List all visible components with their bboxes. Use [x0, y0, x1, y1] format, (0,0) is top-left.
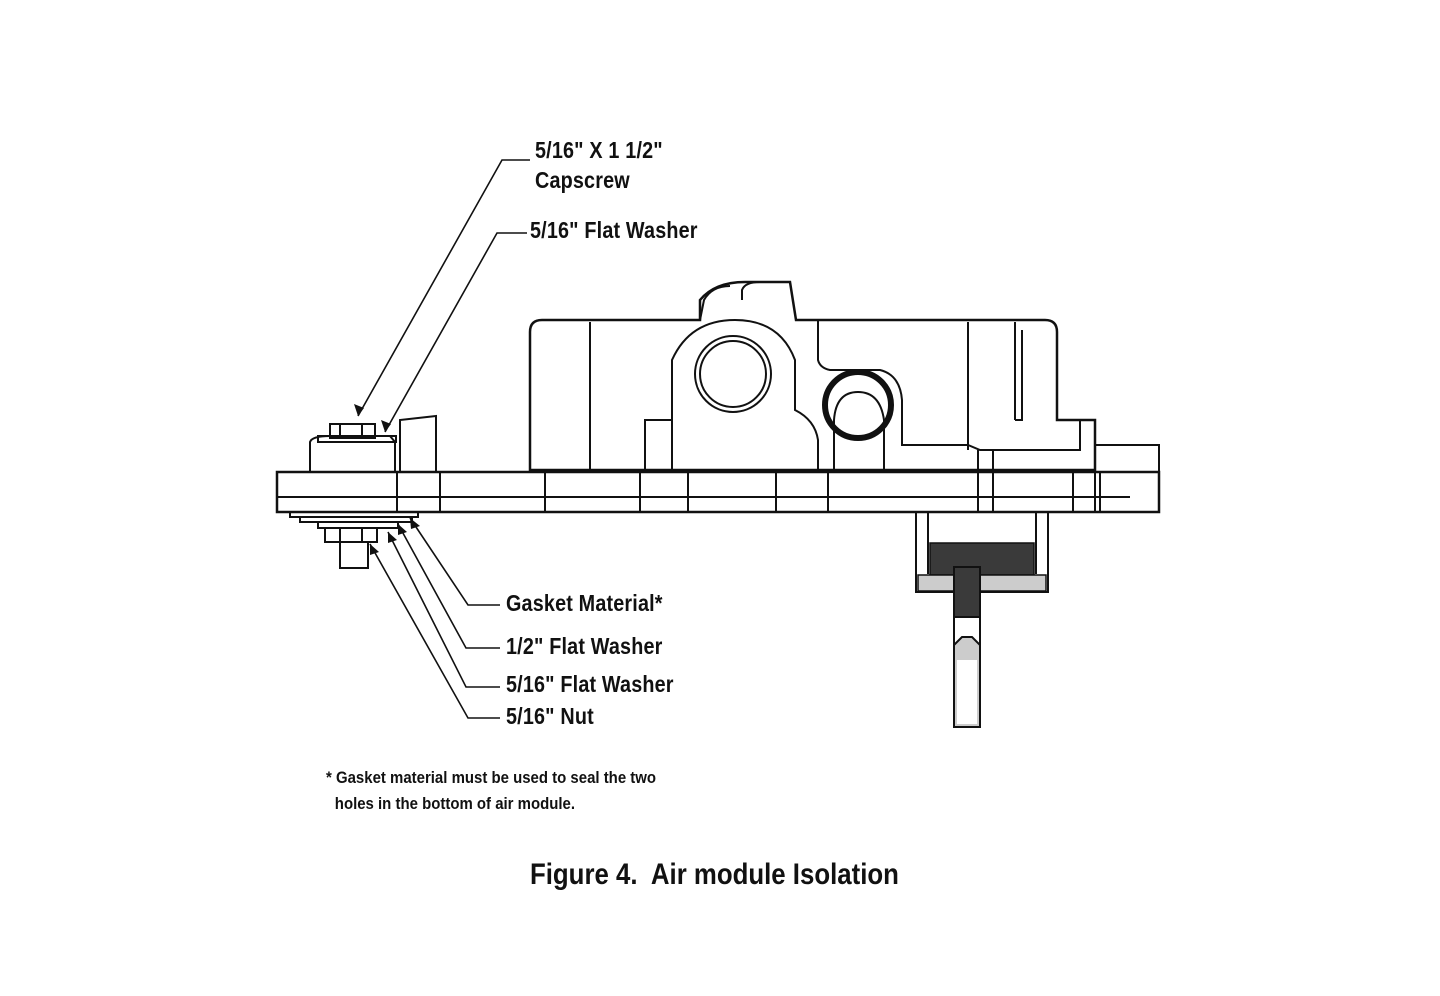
- bore-inner: [699, 340, 767, 408]
- bolt-end: [339, 541, 369, 569]
- footnote-line2: holes in the bottom of air module.: [334, 794, 575, 813]
- label-top-flat-washer: 5/16" Flat Washer: [530, 217, 698, 243]
- footnote-line1: * Gasket material must be used to seal t…: [326, 768, 657, 787]
- label-nut: 5/16" Nut: [506, 703, 594, 729]
- base-plate: [275, 470, 1161, 514]
- nut: [324, 527, 378, 543]
- label-capscrew-size: 5/16" X 1 1/2": [535, 137, 663, 163]
- bore-outer: [694, 335, 772, 413]
- label-bottom-flat-washer: 5/16" Flat Washer: [506, 671, 674, 697]
- bore-boss: [671, 318, 819, 470]
- footnote: * Gasket material must be used to seal t…: [326, 765, 656, 817]
- figure-caption: Figure 4. Air module Isolation: [530, 858, 899, 891]
- label-capscrew: Capscrew: [535, 167, 630, 193]
- lower-housing: [915, 511, 1049, 593]
- label-gasket-material: Gasket Material*: [506, 590, 663, 616]
- housing-body: [528, 280, 1097, 472]
- label-half-inch-flat-washer: 1/2" Flat Washer: [506, 633, 663, 659]
- top-flat-washer: [317, 435, 397, 443]
